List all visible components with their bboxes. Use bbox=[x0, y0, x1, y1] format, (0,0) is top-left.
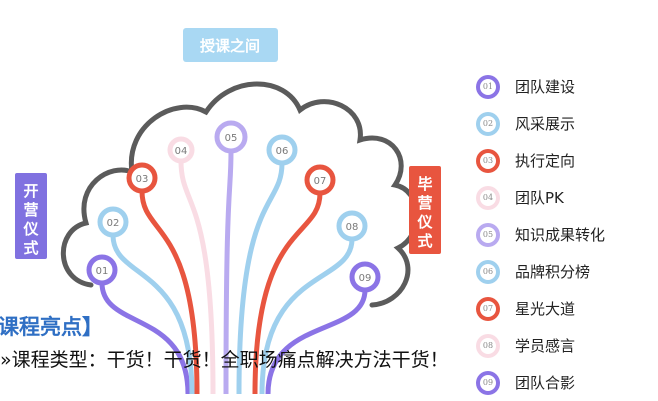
number-label: 09 bbox=[359, 273, 372, 284]
number-label: 08 bbox=[346, 222, 359, 233]
number-label: 03 bbox=[136, 174, 149, 185]
right-label-box: 毕营仪式 bbox=[409, 166, 441, 254]
legend-item: 02 风采展示 bbox=[476, 105, 605, 142]
number-label: 05 bbox=[225, 133, 238, 144]
number-label: 01 bbox=[96, 266, 109, 277]
legend-label: 知识成果转化 bbox=[515, 226, 606, 244]
legend: 01 团队建设 02 风采展示 03 执行定向 04 团队PK 05 知识成果转… bbox=[476, 68, 605, 401]
number-circles: 01 02 03 04 05 06 07 08 09 bbox=[86, 120, 381, 293]
course-type-line: »课程类型：干货！干货！全职场痛点解决方法干货！ bbox=[0, 349, 449, 371]
stem-line bbox=[259, 238, 355, 395]
legend-item: 06 品牌积分榜 bbox=[476, 253, 605, 290]
legend-number-icon: 02 bbox=[476, 111, 500, 136]
stem-line bbox=[139, 190, 200, 395]
number-circle bbox=[97, 206, 129, 238]
legend-number-icon: 01 bbox=[476, 74, 500, 99]
legend-item: 01 团队建设 bbox=[476, 68, 605, 105]
legend-label: 学员感言 bbox=[515, 337, 576, 355]
left-label-box: 开营仪式 bbox=[15, 173, 47, 259]
right-label: 毕营仪式 bbox=[416, 175, 433, 250]
legend-label: 团队建设 bbox=[515, 78, 576, 96]
number-circle bbox=[86, 254, 118, 286]
legend-number-icon: 06 bbox=[476, 259, 500, 284]
top-label-box: 授课之间 bbox=[183, 28, 278, 62]
stem-line bbox=[223, 150, 234, 395]
legend-number-icon: 03 bbox=[476, 148, 500, 173]
legend-label: 执行定向 bbox=[515, 152, 576, 170]
legend-number-icon: 07 bbox=[476, 296, 500, 321]
legend-item: 08 学员感言 bbox=[476, 327, 605, 364]
number-circle bbox=[214, 120, 248, 154]
left-label: 开营仪式 bbox=[22, 182, 39, 257]
top-label: 授课之间 bbox=[200, 37, 260, 55]
number-circle bbox=[349, 261, 381, 293]
legend-label: 品牌积分榜 bbox=[515, 263, 591, 281]
legend-item: 03 执行定向 bbox=[476, 142, 605, 179]
number-label: 02 bbox=[107, 218, 120, 229]
legend-item: 05 知识成果转化 bbox=[476, 216, 605, 253]
stem-line bbox=[236, 162, 285, 395]
stem-line bbox=[99, 282, 191, 395]
legend-number-icon: 08 bbox=[476, 333, 500, 358]
stem-lines bbox=[99, 150, 368, 395]
legend-item: 07 星光大道 bbox=[476, 290, 605, 327]
stem-line bbox=[252, 192, 323, 395]
stem-line bbox=[178, 160, 216, 395]
legend-label: 团队PK bbox=[515, 189, 564, 207]
stem-line bbox=[265, 289, 368, 395]
legend-label: 团队合影 bbox=[515, 374, 576, 392]
section-title: 课程亮点】 bbox=[0, 315, 103, 339]
number-circle bbox=[266, 134, 298, 166]
number-label: 07 bbox=[314, 176, 327, 187]
legend-number-icon: 05 bbox=[476, 222, 500, 247]
number-circle bbox=[167, 136, 195, 164]
legend-number-icon: 04 bbox=[476, 185, 500, 210]
legend-number-icon: 09 bbox=[476, 370, 500, 395]
legend-item: 09 团队合影 bbox=[476, 364, 605, 401]
number-label: 06 bbox=[276, 146, 289, 157]
legend-label: 风采展示 bbox=[515, 115, 576, 133]
number-circle bbox=[126, 162, 158, 194]
legend-label: 星光大道 bbox=[515, 300, 576, 318]
number-label: 04 bbox=[175, 146, 188, 157]
stem-line bbox=[110, 234, 195, 395]
number-circle bbox=[304, 164, 336, 196]
number-circle bbox=[336, 210, 368, 242]
legend-item: 04 团队PK bbox=[476, 179, 605, 216]
